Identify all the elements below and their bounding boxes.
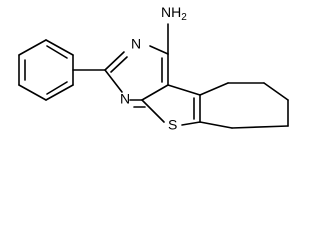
bond-c4a-c4b	[167, 84, 201, 96]
nitrogen-lower-label: N	[120, 91, 130, 107]
thiophene-ring	[141, 84, 201, 126]
bond-cy-1	[199, 82, 229, 96]
sulfur-label: S	[168, 117, 177, 133]
bond-c4a-c8a	[141, 84, 169, 101]
bond-ph-3	[45, 84, 74, 101]
bond-c8b-s	[181, 121, 201, 126]
cyclohexene-ring	[199, 82, 289, 129]
bond-ph-4	[18, 84, 47, 101]
bond-n3-c4	[149, 45, 169, 55]
phenyl-ring	[18, 39, 74, 101]
molecule-structure: NH2 N N S	[18, 4, 289, 133]
bond-c2-n3	[104, 51, 125, 71]
bond-s-c8a	[141, 99, 165, 123]
pyrimidine-ring	[104, 45, 169, 108]
nitrogen-upper-label: N	[131, 36, 141, 52]
amine-subscript: 2	[181, 12, 187, 23]
bond-ph-double-1	[46, 45, 68, 59]
bond-n1-c2	[104, 69, 123, 93]
bond-ph-double-2	[46, 81, 68, 95]
bond-ph-6	[18, 39, 47, 56]
bond-c2-n3-double	[110, 56, 128, 73]
bond-cy-5	[231, 125, 289, 129]
bond-ph-1	[45, 39, 74, 56]
bond-cy-3	[263, 82, 289, 101]
bond-cy-6	[199, 121, 233, 129]
amine-label: NH2	[161, 4, 187, 23]
